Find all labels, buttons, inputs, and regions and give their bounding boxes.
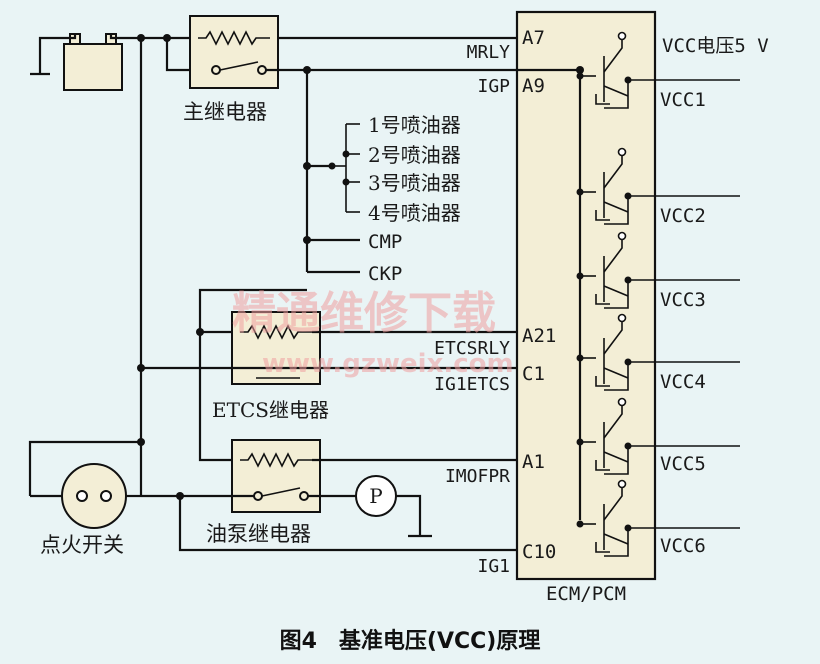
pin-a9: A9 — [522, 75, 545, 97]
transistor-line — [603, 201, 629, 213]
vcc-transistors — [576, 31, 740, 557]
vcc4-label: VCC4 — [660, 371, 706, 393]
transistor-line — [603, 533, 629, 545]
transistor-line — [603, 285, 629, 297]
vcc-transistor-2 — [576, 147, 740, 225]
junction-dot — [624, 192, 632, 200]
signal-ig1: IG1 — [477, 556, 510, 577]
transistor-line — [603, 451, 629, 463]
junction-dot — [576, 272, 584, 280]
junction-dot — [624, 76, 632, 84]
transistor-line — [595, 210, 610, 221]
junction-dot — [624, 442, 632, 450]
junction-dot — [624, 276, 632, 284]
pin-c1: C1 — [522, 363, 545, 385]
transistor-line — [604, 528, 629, 557]
ignition-label: 点火开关 — [40, 533, 124, 557]
transistor-terminal — [617, 147, 627, 157]
wire-ig1 — [178, 496, 517, 552]
vcc-transistor-6 — [576, 479, 740, 557]
wire-mrly — [109, 34, 517, 40]
injector-3-label: 3号喷油器 — [368, 171, 461, 195]
wire-pump-ground — [396, 494, 422, 536]
vcc-transistor-3 — [576, 231, 740, 309]
transistor-line — [604, 280, 629, 309]
junction-dot — [576, 354, 584, 362]
signal-igp: IGP — [477, 76, 510, 97]
signal-imofpr: IMOFPR — [445, 466, 510, 487]
transistor-line — [595, 94, 610, 105]
etcs-relay — [231, 311, 321, 385]
watermark-url: www.gzweix.com — [262, 349, 514, 379]
signal-etcsrly: ETCSRLY — [434, 338, 510, 359]
transistor-terminal — [617, 231, 627, 241]
transistor-line — [604, 80, 629, 109]
transistor-line — [604, 446, 629, 475]
transistor-line — [603, 320, 623, 355]
vcc6-label: VCC6 — [660, 535, 706, 557]
vcc5-label: VCC5 — [660, 453, 706, 475]
signal-mrly: MRLY — [467, 42, 511, 63]
transistor-line — [603, 404, 623, 439]
vcc-title: VCC电压5 V — [662, 35, 769, 57]
pin-a21: A21 — [522, 325, 556, 347]
pump-relay — [231, 439, 321, 513]
etcs-relay-label: ETCS继电器 — [212, 398, 329, 422]
cmp-label: CMP — [368, 231, 402, 253]
figure-caption: 图4 基准电压(VCC)原理 — [280, 629, 541, 654]
injector-2-label: 2号喷油器 — [368, 143, 461, 167]
vcc-transistor-5 — [576, 397, 740, 475]
vcc-transistor-4 — [576, 313, 740, 391]
transistor-line — [595, 460, 610, 471]
transistor-line — [604, 196, 629, 225]
junction-dot — [576, 72, 584, 80]
junction-dot — [576, 520, 584, 528]
transistor-line — [603, 486, 623, 521]
transistor-line — [603, 238, 623, 273]
wire-main-relay-in — [165, 38, 196, 72]
pump-relay-label: 油泵继电器 — [206, 522, 311, 546]
junction-dots — [137, 34, 584, 500]
injector-4-label: 4号喷油器 — [368, 201, 461, 225]
transistor-line — [595, 376, 610, 387]
ckp-label: CKP — [368, 263, 402, 285]
transistor-line — [603, 154, 623, 189]
vcc2-label: VCC2 — [660, 205, 706, 227]
pin-c10: C10 — [522, 541, 556, 563]
pump-motor-label: P — [369, 484, 382, 508]
vcc1-label: VCC1 — [660, 89, 706, 111]
junction-dot — [576, 188, 584, 196]
wire-coil-feed — [198, 288, 307, 462]
pin-a7: A7 — [522, 27, 545, 49]
vcc3-label: VCC3 — [660, 289, 706, 311]
ecm-box — [515, 10, 657, 581]
signal-ig1etcs: IG1ETCS — [434, 374, 510, 395]
transistor-terminal — [617, 479, 627, 489]
junction-dot — [624, 524, 632, 532]
transistor-terminal — [617, 313, 627, 323]
watermark-title: 精通维修下载 — [232, 288, 496, 339]
main-relay-label: 主继电器 — [183, 100, 267, 124]
junction-dot — [624, 358, 632, 366]
transistor-line — [595, 542, 610, 553]
transistor-line — [595, 294, 610, 305]
ignition-switch-icon — [61, 463, 127, 529]
battery-icon — [30, 33, 123, 91]
ecm-internal-bus — [517, 68, 582, 520]
ecm-label: ECM/PCM — [546, 583, 626, 605]
injector-1-label: 1号喷油器 — [368, 113, 461, 137]
wire-ignition-top — [28, 440, 141, 496]
transistor-terminal — [617, 31, 627, 41]
transistor-line — [604, 362, 629, 391]
transistor-line — [603, 85, 629, 97]
junction-dot — [576, 438, 584, 446]
transistor-line — [603, 367, 629, 379]
main-relay — [189, 15, 279, 89]
vcc-transistor-1 — [576, 31, 740, 109]
transistor-terminal — [617, 397, 627, 407]
pin-a1: A1 — [522, 451, 545, 473]
transistor-line — [603, 38, 623, 73]
